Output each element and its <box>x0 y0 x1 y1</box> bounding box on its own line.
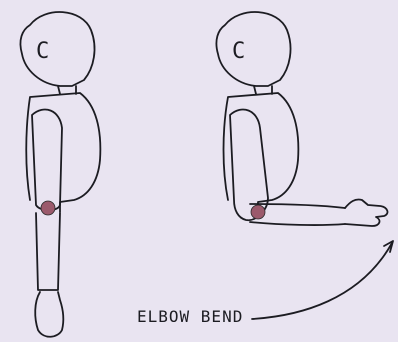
right-head-mark: C <box>232 39 245 64</box>
elbow-joint-marker <box>41 201 55 215</box>
caption-arrow <box>252 243 392 319</box>
forearm-outline <box>36 213 60 290</box>
figure-elbow-bent: C <box>216 12 387 226</box>
head-outline <box>20 12 94 86</box>
hand-outline <box>35 292 63 337</box>
elbow-joint-marker <box>251 205 265 219</box>
left-head-mark: C <box>36 39 49 64</box>
figure-arm-straight: C <box>20 12 100 337</box>
caption-group: ELBOW BEND <box>137 241 393 326</box>
hand-outline <box>345 199 387 226</box>
upper-arm-outline <box>32 109 62 210</box>
head-outline <box>216 12 290 86</box>
caption-label: ELBOW BEND <box>137 307 243 326</box>
